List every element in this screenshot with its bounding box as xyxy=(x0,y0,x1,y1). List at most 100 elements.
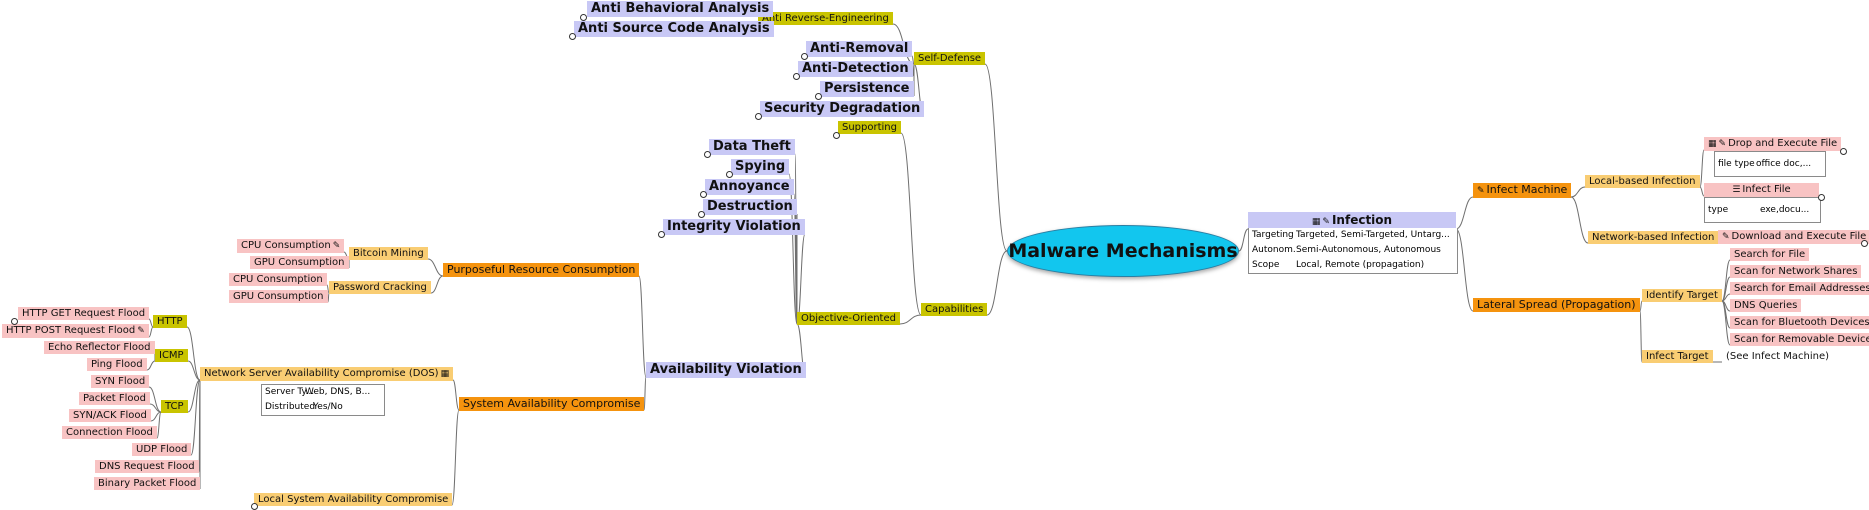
fold-knob[interactable] xyxy=(580,14,587,21)
node-availability-violation[interactable]: Availability Violation xyxy=(646,362,806,378)
node-supporting[interactable]: Supporting xyxy=(838,121,901,134)
node-icmp[interactable]: ICMP xyxy=(155,349,188,362)
node-capabilities[interactable]: Capabilities xyxy=(921,303,988,316)
node-data-theft[interactable]: Data Theft xyxy=(709,139,795,155)
fold-knob[interactable] xyxy=(801,53,808,60)
fold-knob[interactable] xyxy=(793,73,800,80)
edge-lateral-spread xyxy=(1455,228,1474,312)
node-infect-file[interactable]: ☰Infect File xyxy=(1704,183,1819,197)
node-echo-reflector-flood[interactable]: Echo Reflector Flood xyxy=(44,341,155,354)
node-tcp[interactable]: TCP xyxy=(161,400,188,413)
node-download-and-execute-file[interactable]: ✎Download and Execute File xyxy=(1718,230,1869,244)
node-connection-flood[interactable]: Connection Flood xyxy=(62,426,157,439)
edge-local-based-infection xyxy=(1570,186,1586,198)
node-objective-oriented[interactable]: Objective-Oriented xyxy=(797,312,900,325)
node-lateral-spread[interactable]: Lateral Spread (Propagation) xyxy=(1473,298,1640,312)
node-bitcoin-mining[interactable]: Bitcoin Mining xyxy=(349,247,428,260)
node-network-server-availability-dos[interactable]: Network Server Availability Compromise (… xyxy=(200,367,454,381)
fold-knob[interactable] xyxy=(658,231,665,238)
table-icon: ▦ xyxy=(1708,139,1717,149)
node-persistence[interactable]: Persistence xyxy=(820,81,914,97)
fold-knob[interactable] xyxy=(11,318,18,325)
node-identify-target[interactable]: Identify Target xyxy=(1642,289,1722,302)
edge-password-cracking xyxy=(430,275,444,294)
node-binary-packet-flood[interactable]: Binary Packet Flood xyxy=(94,477,201,490)
attr-key: file type xyxy=(1718,159,1755,169)
node-search-email-addresses[interactable]: Search for Email Addresses xyxy=(1730,282,1869,295)
node-self-defense[interactable]: Self-Defense xyxy=(914,52,986,65)
node-infection[interactable]: ▦✎Infection xyxy=(1248,212,1456,230)
edge-network-server-availability-dos xyxy=(452,379,460,411)
node-drop-and-execute-file[interactable]: ▦✎Drop and Execute File xyxy=(1704,137,1842,151)
node-local-system-availability[interactable]: Local System Availability Compromise xyxy=(254,493,453,506)
node-dns-request-flood[interactable]: DNS Request Flood xyxy=(95,460,199,473)
fold-knob[interactable] xyxy=(1861,240,1868,247)
attr-key: Distributed xyxy=(265,402,316,412)
node-password-cpu-consumption[interactable]: CPU Consumption xyxy=(229,273,327,286)
edge-ping-flood xyxy=(146,360,156,371)
edge-scan-removable-devices xyxy=(1721,300,1731,346)
node-synack-flood[interactable]: SYN/ACK Flood xyxy=(69,409,151,422)
node-http[interactable]: HTTP xyxy=(153,315,187,328)
edge-infect-file xyxy=(1699,186,1705,197)
node-password-gpu-consumption[interactable]: GPU Consumption xyxy=(229,290,328,303)
node-system-availability-compromise[interactable]: System Availability Compromise xyxy=(459,397,645,411)
node-security-degradation[interactable]: Security Degradation xyxy=(760,101,925,117)
fold-knob[interactable] xyxy=(569,33,576,40)
node-network-based-infection[interactable]: Network-based Infection xyxy=(1588,231,1719,244)
edge-local-system-availability xyxy=(451,409,460,506)
node-infect-target[interactable]: Infect Target xyxy=(1642,350,1713,363)
node-bitcoin-gpu-consumption[interactable]: GPU Consumption xyxy=(250,256,349,269)
node-local-based-infection[interactable]: Local-based Infection xyxy=(1585,175,1700,188)
edge-connection-flood xyxy=(156,411,162,439)
fold-knob[interactable] xyxy=(1840,148,1847,155)
node-dns-queries[interactable]: DNS Queries xyxy=(1730,299,1802,312)
fold-knob[interactable] xyxy=(726,171,733,178)
node-scan-bluetooth-devices[interactable]: Scan for Bluetooth Devices xyxy=(1730,316,1869,329)
edge-integrity-violation xyxy=(796,233,806,325)
fold-knob[interactable] xyxy=(698,211,705,218)
node-anti-removal[interactable]: Anti-Removal xyxy=(806,41,913,57)
node-password-cracking[interactable]: Password Cracking xyxy=(329,281,431,294)
node-udp-flood[interactable]: UDP Flood xyxy=(132,443,192,456)
node-see-infect-machine[interactable]: (See Infect Machine) xyxy=(1726,351,1830,362)
node-anti-reverse-engineering[interactable]: Anti Reverse-Engineering xyxy=(758,12,893,25)
fold-knob[interactable] xyxy=(833,132,840,139)
pencil-icon: ✎ xyxy=(332,241,341,251)
node-spying[interactable]: Spying xyxy=(731,159,790,175)
node-anti-behavioral-analysis[interactable]: Anti Behavioral Analysis xyxy=(587,1,774,17)
root-node[interactable]: Malware Mechanisms xyxy=(1007,225,1239,277)
node-scan-network-shares[interactable]: Scan for Network Shares xyxy=(1730,265,1862,278)
node-annoyance[interactable]: Annoyance xyxy=(705,179,794,195)
node-ping-flood[interactable]: Ping Flood xyxy=(87,358,147,371)
table-icon: ▦ xyxy=(1311,217,1321,227)
node-http-get-flood[interactable]: HTTP GET Request Flood xyxy=(18,307,150,320)
pencil-icon: ✎ xyxy=(1718,139,1727,149)
fold-knob[interactable] xyxy=(815,93,822,100)
node-infect-machine[interactable]: ✎Infect Machine xyxy=(1473,183,1572,198)
node-syn-flood[interactable]: SYN Flood xyxy=(91,375,150,388)
node-search-for-file[interactable]: Search for File xyxy=(1730,248,1810,261)
node-http-post-flood[interactable]: HTTP POST Request Flood✎ xyxy=(2,324,149,338)
node-packet-flood[interactable]: Packet Flood xyxy=(79,392,151,405)
node-bitcoin-cpu-consumption[interactable]: CPU Consumption✎ xyxy=(237,239,345,253)
fold-knob[interactable] xyxy=(704,151,711,158)
node-anti-detection[interactable]: Anti-Detection xyxy=(798,61,913,77)
pencil-icon: ✎ xyxy=(1722,232,1730,242)
fold-knob[interactable] xyxy=(755,113,762,120)
fold-knob[interactable] xyxy=(251,503,258,510)
node-scan-removable-devices[interactable]: Scan for Removable Devices xyxy=(1730,333,1869,346)
node-anti-source-code-analysis[interactable]: Anti Source Code Analysis xyxy=(574,21,774,37)
edge-objective-oriented xyxy=(899,314,922,325)
node-integrity-violation[interactable]: Integrity Violation xyxy=(663,219,805,235)
node-purposeful-resource-consumption[interactable]: Purposeful Resource Consumption xyxy=(443,263,640,277)
fold-knob[interactable] xyxy=(1818,194,1825,201)
fold-knob[interactable] xyxy=(700,191,707,198)
node-destruction[interactable]: Destruction xyxy=(703,199,797,215)
